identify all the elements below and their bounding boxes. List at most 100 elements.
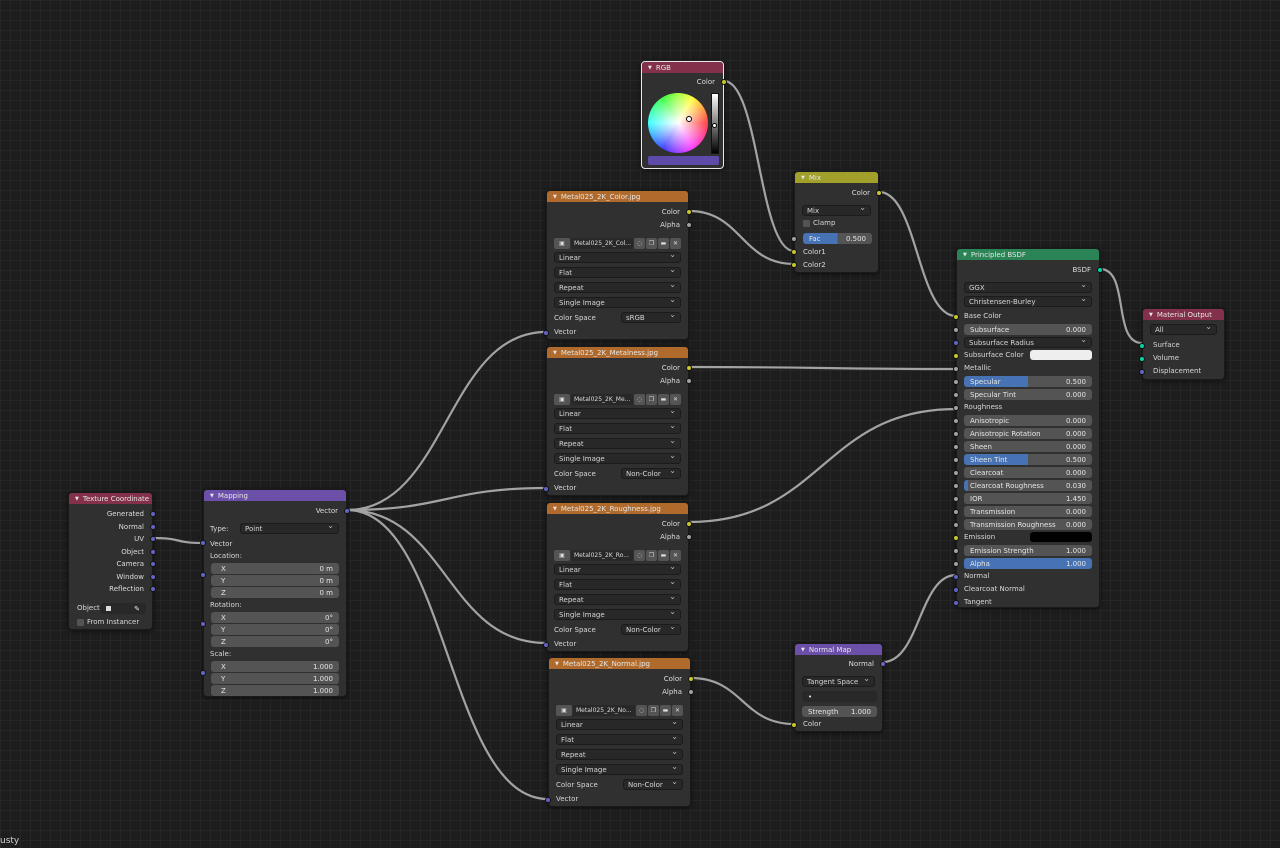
duplicate-icon[interactable]: ❐: [646, 549, 657, 561]
socket[interactable]: [686, 209, 692, 215]
socket[interactable]: [150, 548, 156, 555]
socket[interactable]: [953, 314, 959, 320]
close-icon[interactable]: ✕: [670, 549, 681, 561]
folder-icon[interactable]: ▬: [658, 393, 669, 405]
node-link[interactable]: [688, 407, 957, 524]
rgb-node[interactable]: ▼RGB Color: [641, 61, 727, 169]
image-name-field[interactable]: Metal025_2K_Ro...: [571, 549, 633, 561]
socket[interactable]: [953, 587, 959, 593]
color-swatch[interactable]: [648, 156, 719, 165]
collapse-icon[interactable]: ▼: [210, 492, 214, 499]
shield-icon[interactable]: ◌: [634, 237, 645, 249]
node-header[interactable]: ▼Metal025_2K_Metalness.jpg: [547, 347, 688, 358]
socket[interactable]: [543, 642, 549, 648]
socket[interactable]: [200, 621, 206, 627]
clamp-checkbox[interactable]: [803, 220, 810, 227]
node-link[interactable]: [346, 330, 547, 512]
socket[interactable]: [543, 330, 549, 336]
color-wheel[interactable]: [648, 93, 708, 153]
socket[interactable]: [953, 574, 959, 580]
socket[interactable]: [953, 431, 959, 437]
collapse-icon[interactable]: ▼: [801, 646, 805, 653]
from-instancer-checkbox[interactable]: [77, 619, 84, 626]
socket[interactable]: [953, 392, 959, 398]
type-dropdown[interactable]: Point: [240, 521, 339, 534]
node-header[interactable]: ▼Normal Map: [795, 644, 882, 655]
source-dropdown[interactable]: Single Image: [556, 762, 683, 775]
interp-dropdown[interactable]: Linear: [554, 250, 681, 263]
value-slider-handle[interactable]: [712, 123, 717, 128]
socket[interactable]: [686, 534, 692, 540]
interp-dropdown[interactable]: Linear: [554, 562, 681, 575]
node-link[interactable]: [346, 486, 547, 512]
duplicate-icon[interactable]: ❐: [646, 393, 657, 405]
folder-icon[interactable]: ▬: [660, 704, 671, 716]
socket[interactable]: [1097, 267, 1103, 273]
node-link[interactable]: [688, 209, 795, 266]
socket[interactable]: [791, 249, 797, 255]
node-link[interactable]: [882, 573, 957, 664]
folder-icon[interactable]: ▬: [658, 549, 669, 561]
interp-dropdown[interactable]: Linear: [554, 406, 681, 419]
socket[interactable]: [953, 457, 959, 463]
color-space-dropdown[interactable]: Non-Color: [623, 777, 683, 790]
node-header[interactable]: ▼Mix: [795, 172, 878, 183]
collapse-icon[interactable]: ▼: [801, 174, 805, 181]
node-link[interactable]: [346, 508, 549, 801]
duplicate-icon[interactable]: ❐: [646, 237, 657, 249]
socket[interactable]: [953, 548, 959, 554]
image-name-field[interactable]: Metal025_2K_Col...: [571, 237, 633, 249]
node-link[interactable]: [346, 508, 547, 645]
socket[interactable]: [688, 689, 694, 695]
socket[interactable]: [545, 797, 551, 803]
ext-dropdown[interactable]: Repeat: [556, 747, 683, 760]
ext-dropdown[interactable]: Repeat: [554, 280, 681, 293]
mapping-node[interactable]: ▼Mapping Vector Type: Point Vector Locat…: [200, 489, 350, 697]
source-dropdown[interactable]: Single Image: [554, 607, 681, 620]
collapse-icon[interactable]: ▼: [553, 349, 557, 356]
socket[interactable]: [953, 405, 959, 411]
image-selector[interactable]: ▣Metal025_2K_No...◌❐▬✕: [556, 704, 683, 716]
ext-dropdown[interactable]: Repeat: [554, 592, 681, 605]
node-header[interactable]: ▼Principled BSDF: [957, 249, 1099, 260]
socket[interactable]: [721, 79, 727, 85]
socket[interactable]: [686, 222, 692, 228]
blend-dropdown[interactable]: Mix: [802, 203, 871, 216]
ext-dropdown[interactable]: Repeat: [554, 436, 681, 449]
image-browse-icon[interactable]: ▣: [554, 393, 570, 405]
source-dropdown[interactable]: Single Image: [554, 295, 681, 308]
socket[interactable]: [150, 511, 156, 517]
socket[interactable]: [953, 327, 959, 333]
color-space-dropdown[interactable]: Non-Color: [621, 622, 681, 635]
socket[interactable]: [150, 561, 156, 567]
node-link[interactable]: [152, 536, 204, 545]
duplicate-icon[interactable]: ❐: [648, 704, 659, 716]
node-link[interactable]: [690, 676, 795, 726]
material-output-node[interactable]: ▼Material Output All SurfaceVolumeDispla…: [1139, 308, 1225, 380]
socket[interactable]: [953, 470, 959, 476]
distribution-dropdown[interactable]: GGX: [964, 280, 1092, 293]
image-browse-icon[interactable]: ▣: [556, 704, 572, 716]
socket[interactable]: [791, 722, 797, 728]
socket[interactable]: [876, 190, 882, 196]
image-name-field[interactable]: Metal025_2K_No...: [573, 704, 635, 716]
proj-dropdown[interactable]: Flat: [554, 265, 681, 278]
close-icon[interactable]: ✕: [672, 704, 683, 716]
socket[interactable]: [953, 418, 959, 424]
image-selector[interactable]: ▣Metal025_2K_Col...◌❐▬✕: [554, 237, 681, 249]
principled-bsdf-node[interactable]: ▼Principled BSDF BSDF GGX Christensen-Bu…: [953, 248, 1103, 608]
socket[interactable]: [953, 561, 959, 567]
